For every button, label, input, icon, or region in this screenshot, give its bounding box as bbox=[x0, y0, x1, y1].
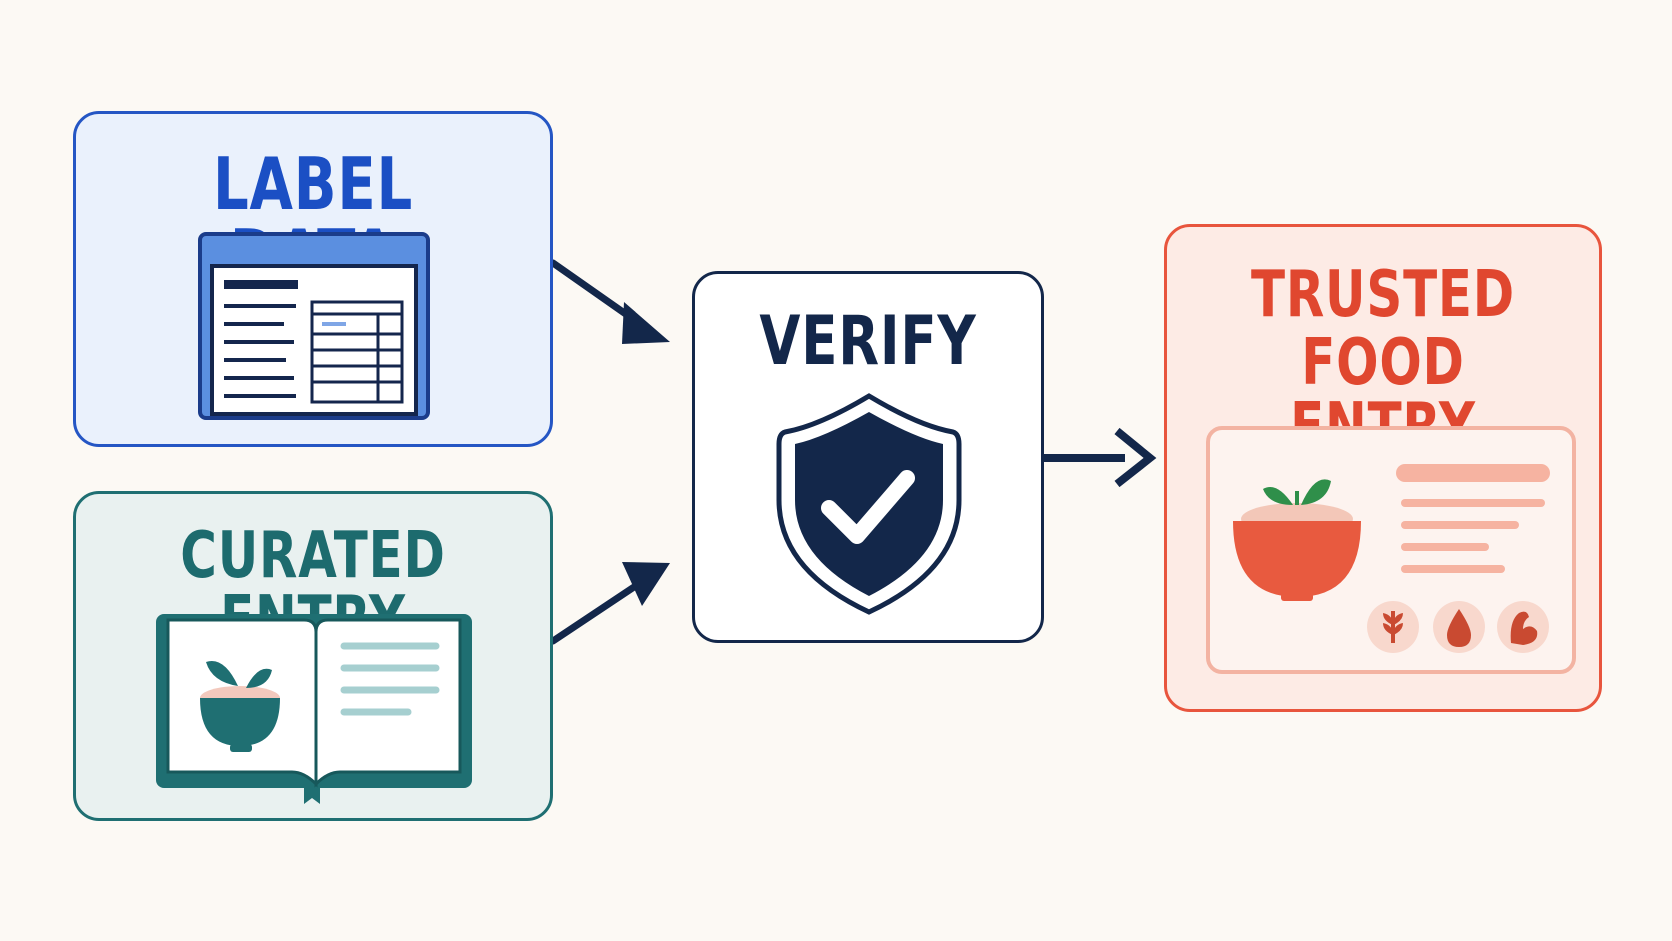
verify-title: VERIFY bbox=[759, 302, 977, 381]
arrow-curated-to-verify bbox=[549, 562, 670, 645]
label-data-node: LABEL DATA bbox=[73, 111, 553, 447]
shield-check-icon bbox=[776, 393, 962, 615]
nutrition-label-icon bbox=[198, 232, 430, 420]
verify-node: VERIFY bbox=[692, 271, 1044, 643]
drop-icon bbox=[1433, 601, 1485, 653]
curated-entry-node: CURATED ENTRY bbox=[73, 491, 553, 821]
wheat-icon bbox=[1367, 601, 1419, 653]
food-card-icon bbox=[1206, 426, 1576, 674]
trusted-title-line1: TRUSTED bbox=[1250, 258, 1516, 332]
muscle-icon bbox=[1497, 601, 1549, 653]
trusted-food-entry-node: TRUSTED FOOD ENTRY bbox=[1164, 224, 1602, 712]
arrow-label-to-verify bbox=[549, 259, 670, 344]
open-book-icon bbox=[156, 614, 472, 804]
arrow-verify-to-trusted bbox=[1044, 427, 1157, 488]
